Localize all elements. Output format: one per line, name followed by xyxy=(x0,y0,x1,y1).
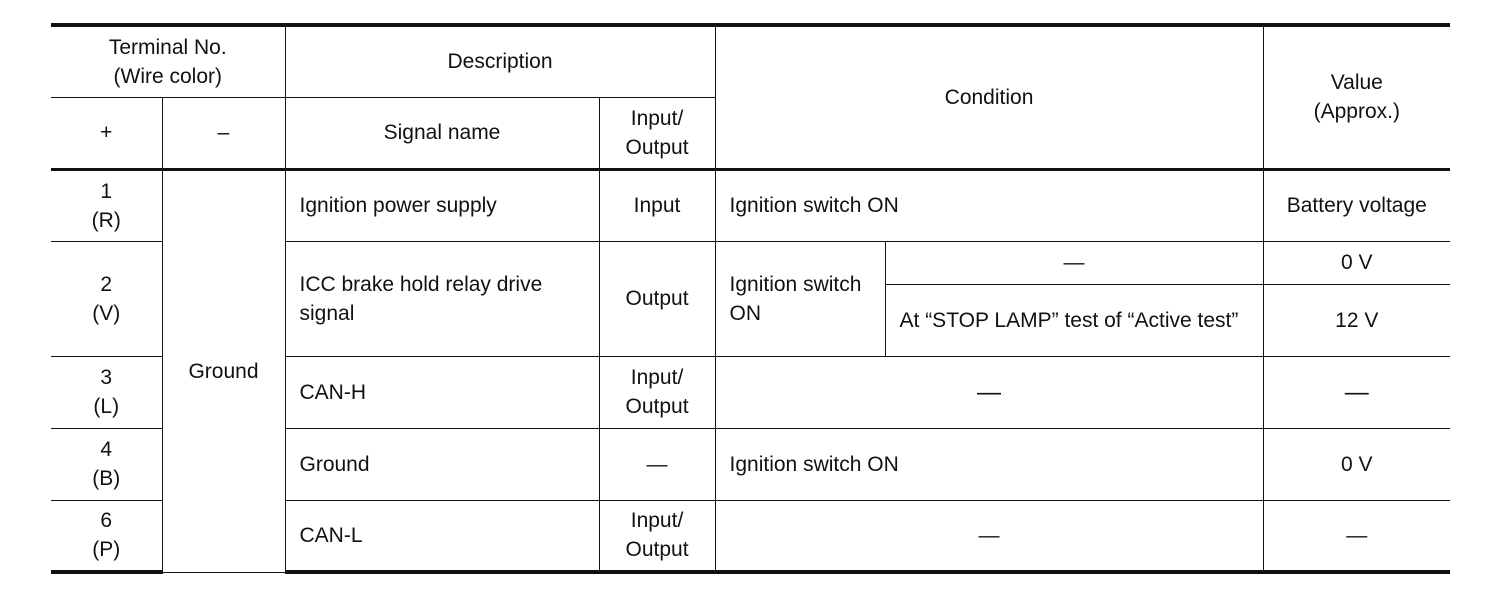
signal-name-cell: Ignition power supply xyxy=(284,168,600,242)
value-label: Value xyxy=(1330,71,1383,95)
terminal-number: 2 xyxy=(100,272,113,296)
table-row: 1 (R) Ground Ignition power supply Input… xyxy=(51,168,1451,573)
ground-cell: Ground xyxy=(161,168,286,573)
plus-header: + xyxy=(51,96,163,171)
value-cell: — xyxy=(1262,499,1451,574)
sub-condition-cell: — xyxy=(884,240,1264,285)
terminal-number: 3 xyxy=(100,366,113,389)
terminal-no-label: Terminal No. xyxy=(108,35,227,59)
io-cell: Input xyxy=(598,168,716,242)
value-cell: — xyxy=(1262,355,1451,429)
wire-color: (P) xyxy=(92,538,121,562)
header-row-1: Terminal No. (Wire color) Description Co… xyxy=(51,23,1451,171)
terminal-cell: 3 (L) xyxy=(51,355,163,429)
wire-color: (R) xyxy=(91,208,121,232)
condition-cell: Ignition switch ON xyxy=(714,427,1264,501)
terminal-cell: 2 (V) xyxy=(51,240,163,357)
terminal-cell: 6 (P) xyxy=(51,499,163,574)
terminal-number: 1 xyxy=(100,179,113,203)
wire-color: (V) xyxy=(92,301,121,325)
io-line-1: Input/ xyxy=(630,366,684,389)
io-cell: Input/ Output xyxy=(598,499,716,574)
header-row-2: + – Signal name Input/ Output xyxy=(51,96,1450,171)
io-line-1: Input/ xyxy=(630,509,684,533)
signal-name-cell: ICC brake hold relay drive signal xyxy=(284,240,600,357)
io-cell: — xyxy=(598,427,716,501)
value-cell: 12 V xyxy=(1262,283,1451,357)
value-cell: 0 V xyxy=(1262,427,1451,501)
signal-name-cell: CAN-H xyxy=(284,355,600,429)
terminal-number: 6 xyxy=(100,509,113,533)
condition-cell: Ignition switch ON xyxy=(714,240,886,357)
condition-header: Condition xyxy=(714,23,1264,171)
signal-name-cell: CAN-L xyxy=(284,499,600,574)
minus-header: – xyxy=(161,96,286,171)
condition-cell: — xyxy=(714,499,1264,574)
terminal-no-header: Terminal No. (Wire color) xyxy=(51,23,286,98)
io-line-2: Output xyxy=(625,395,689,418)
value-header: Value (Approx.) xyxy=(1262,23,1451,171)
table-row: 3 (L) CAN-H Input/ Output — — xyxy=(51,355,1451,429)
table-row: 2 (V) ICC brake hold relay drive signal … xyxy=(51,240,1451,357)
description-header: Description xyxy=(284,23,716,98)
wire-color: (B) xyxy=(92,467,121,490)
signal-name-header: Signal name xyxy=(284,96,600,171)
table-row: 4 (B) Ground — Ignition switch ON 0 V xyxy=(51,427,1451,501)
wire-color-label: (Wire color) xyxy=(113,64,223,88)
terminal-number: 4 xyxy=(100,438,113,461)
value-approx-label: (Approx.) xyxy=(1313,100,1400,124)
condition-cell: — xyxy=(714,355,1264,429)
signal-name-cell: Ground xyxy=(284,427,600,501)
table-row: At “STOP LAMP” test of “Active test” 12 … xyxy=(51,283,1451,357)
io-cell: Input/ Output xyxy=(598,355,716,429)
table-row: 6 (P) CAN-L Input/ Output — — xyxy=(51,499,1451,574)
input-output-header: Input/ Output xyxy=(598,96,716,171)
condition-cell: Ignition switch ON xyxy=(714,168,1264,242)
value-cell: Battery voltage xyxy=(1262,168,1451,242)
wire-color: (L) xyxy=(93,395,120,418)
terminal-cell: 1 (R) xyxy=(51,168,163,242)
sub-condition-cell: At “STOP LAMP” test of “Active test” xyxy=(885,283,1264,357)
value-cell: 0 V xyxy=(1262,240,1451,285)
terminal-cell: 4 (B) xyxy=(51,427,163,501)
terminal-spec-table: Terminal No. (Wire color) Description Co… xyxy=(51,23,1451,574)
io-cell: Output xyxy=(598,240,716,357)
input-output-line-1: Input/ xyxy=(630,106,684,130)
io-line-2: Output xyxy=(625,538,689,562)
input-output-line-2: Output xyxy=(625,135,689,159)
